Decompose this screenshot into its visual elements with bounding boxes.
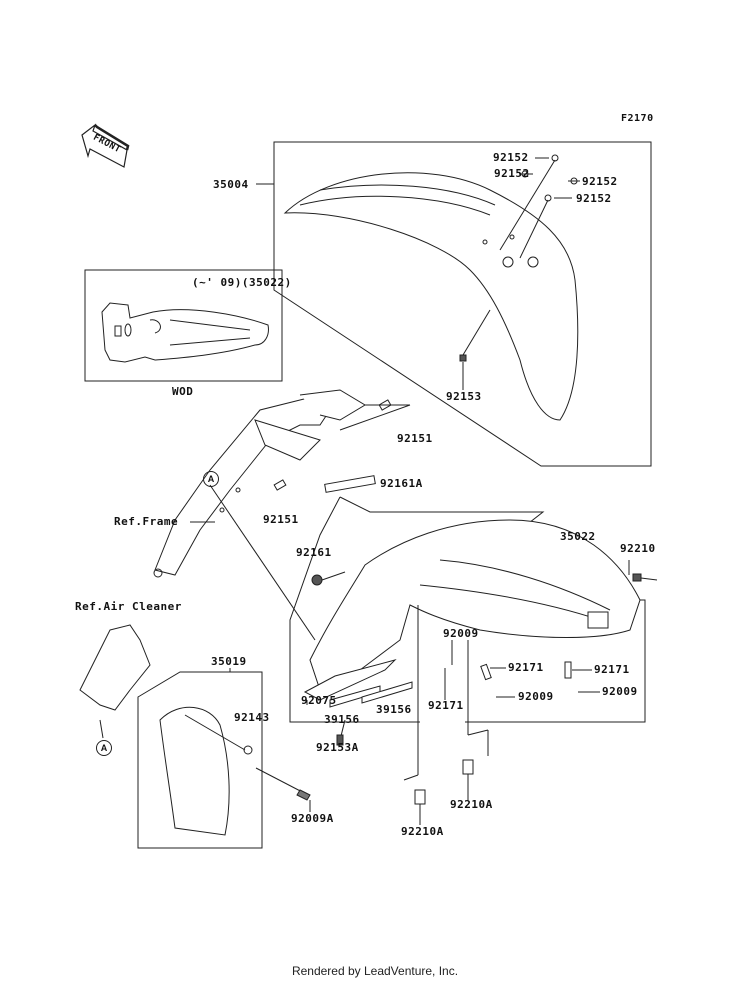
mudguard-group [137,668,311,849]
part-92151[interactable]: 92151 [397,432,433,445]
part-35004[interactable]: 35004 [213,178,249,191]
part-92152[interactable]: 92152 [494,167,530,180]
part-92210[interactable]: 92210 [620,542,656,555]
inset-box [84,269,283,382]
part-92161[interactable]: 92161 [296,546,332,559]
reference-marker-a: A [203,471,219,487]
inset-label: WOD [172,385,194,398]
front-fender-group [256,141,652,467]
figure-code: F2170 [621,113,654,124]
part-92210A[interactable]: 92210A [401,825,444,838]
part-92171[interactable]: 92171 [428,699,464,712]
rear-fender-group [289,496,658,825]
part-35019[interactable]: 35019 [211,655,247,668]
part-92009A[interactable]: 92009A [291,812,334,825]
front-arrow-icon [81,123,130,168]
part-92152[interactable]: 92152 [493,151,529,164]
part-92152[interactable]: 92152 [576,192,612,205]
inset-caption: (~' 09)(35022) [192,276,292,289]
part-35022[interactable]: 35022 [560,530,596,543]
part-92171[interactable]: 92171 [594,663,630,676]
part-92009[interactable]: 92009 [602,685,638,698]
part-39156[interactable]: 39156 [324,713,360,726]
ref-air-cleaner-label: Ref.Air Cleaner [75,600,182,613]
reference-marker-a: A [96,740,112,756]
part-39156[interactable]: 39156 [376,703,412,716]
ref-frame-label: Ref.Frame [114,515,179,528]
part-92143[interactable]: 92143 [234,711,270,724]
frame-outline [153,389,411,641]
part-92153[interactable]: 92153 [446,390,482,403]
part-92009[interactable]: 92009 [443,627,479,640]
part-92075[interactable]: 92075 [301,694,337,707]
part-92161A[interactable]: 92161A [380,477,423,490]
part-92009[interactable]: 92009 [518,690,554,703]
part-92152[interactable]: 92152 [582,175,618,188]
footer-credit: Rendered by LeadVenture, Inc. [291,964,459,978]
part-92210A[interactable]: 92210A [450,798,493,811]
part-92151[interactable]: 92151 [263,513,299,526]
air-cleaner-outline [79,624,151,739]
part-92171[interactable]: 92171 [508,661,544,674]
part-92153A[interactable]: 92153A [316,741,359,754]
